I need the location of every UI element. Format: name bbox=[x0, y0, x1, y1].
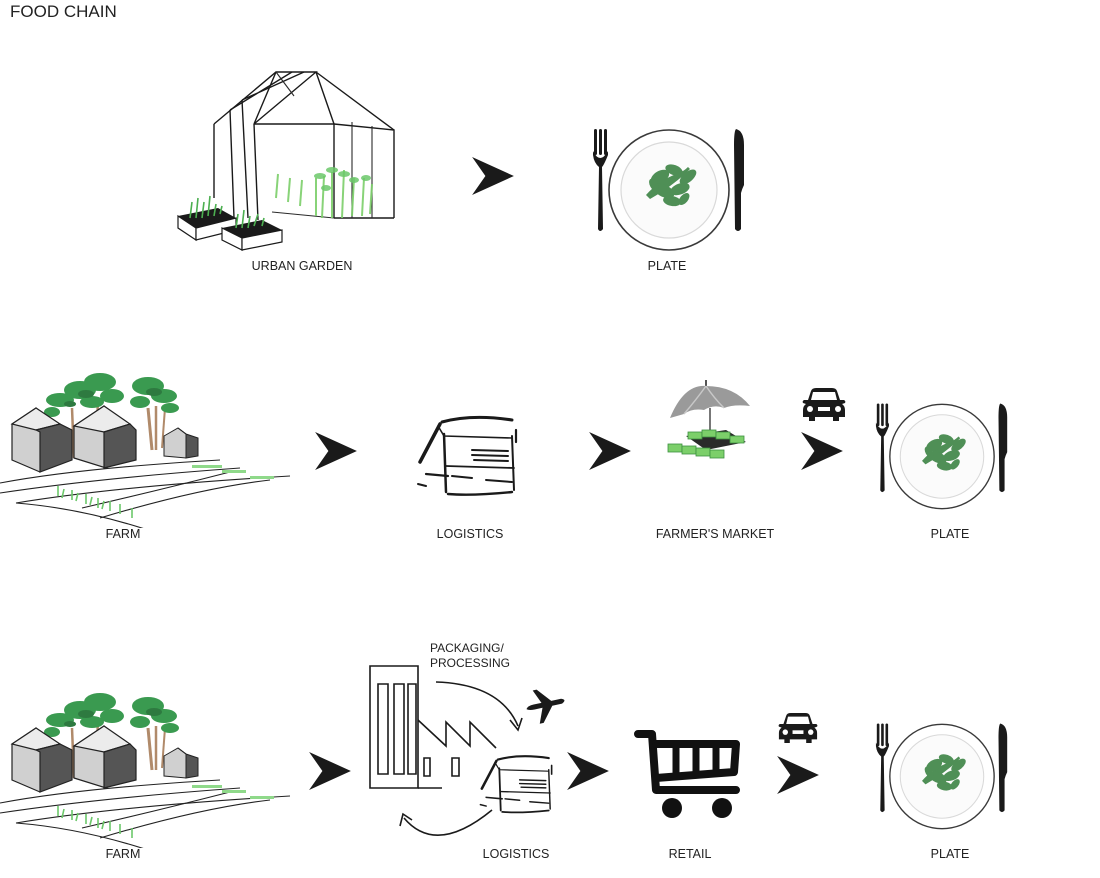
plate-icon bbox=[875, 402, 1008, 510]
arrow-icon bbox=[315, 432, 357, 470]
arrow-icon bbox=[309, 752, 351, 790]
label-retail: RETAIL bbox=[668, 847, 712, 861]
car-icon bbox=[778, 713, 818, 744]
arrow-icon bbox=[567, 752, 609, 790]
curved-arrow-icon bbox=[435, 681, 523, 732]
label-plate: PLATE bbox=[930, 847, 970, 861]
plate-icon bbox=[592, 128, 745, 251]
market-stall-icon bbox=[667, 380, 750, 459]
arrow-icon bbox=[801, 432, 843, 470]
shopping-cart-icon bbox=[634, 730, 740, 818]
label-farm: FARM bbox=[105, 847, 141, 861]
curved-arrow-icon bbox=[399, 809, 493, 836]
arrow-icon bbox=[777, 756, 819, 794]
label-farm: FARM bbox=[105, 527, 141, 541]
label-plate: PLATE bbox=[930, 527, 970, 541]
arrow-icon bbox=[589, 432, 631, 470]
diagram-title: FOOD CHAIN bbox=[10, 2, 117, 21]
car-icon bbox=[802, 388, 846, 421]
factory-icon bbox=[369, 665, 497, 789]
label-urban-garden: URBAN GARDEN bbox=[251, 259, 353, 273]
arrow-icon bbox=[472, 157, 514, 195]
farm-icon bbox=[0, 371, 292, 528]
greenhouse-icon bbox=[177, 71, 395, 251]
truck-icon bbox=[416, 415, 518, 497]
label-logistics: LOGISTICS bbox=[482, 847, 550, 861]
label-logistics: LOGISTICS bbox=[436, 527, 504, 541]
farm-icon bbox=[0, 691, 292, 848]
label-packaging-line1: PACKAGING/ bbox=[430, 641, 504, 655]
label-packaging-processing: PACKAGING/ PROCESSING bbox=[430, 641, 510, 671]
airplane-icon bbox=[526, 689, 565, 724]
label-farmers-market: FARMER'S MARKET bbox=[655, 527, 775, 541]
label-packaging-line2: PROCESSING bbox=[430, 656, 511, 670]
plate-icon bbox=[875, 722, 1008, 830]
label-plate: PLATE bbox=[647, 259, 687, 273]
